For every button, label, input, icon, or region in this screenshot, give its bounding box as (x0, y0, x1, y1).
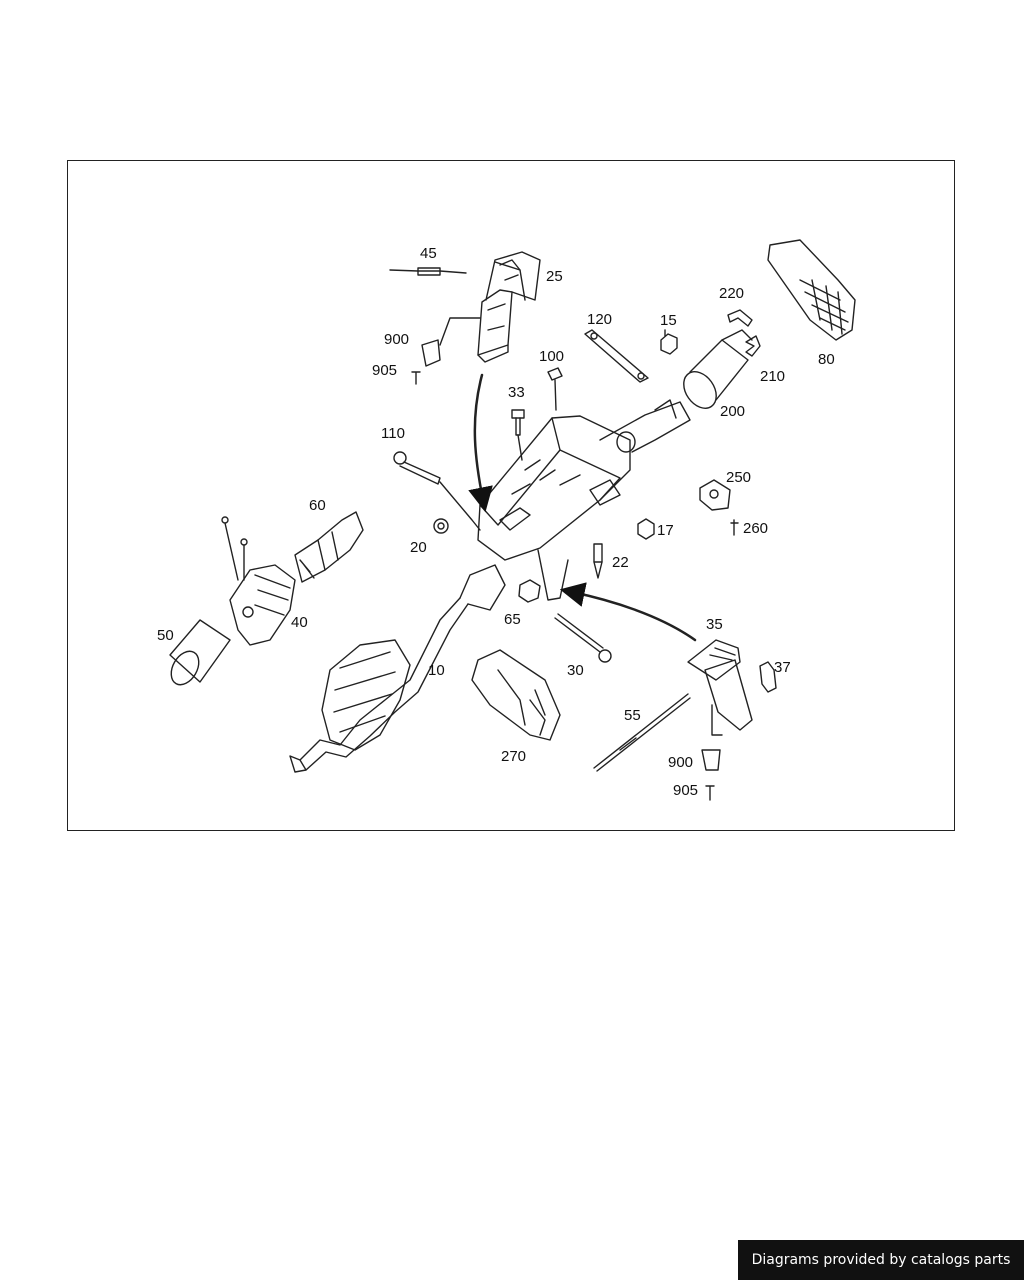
part-main-column-housing (477, 399, 691, 601)
part-17-nut (637, 518, 655, 540)
diagram-frame (67, 160, 955, 831)
callout-260: 260 (743, 520, 768, 537)
assembly-arrow-upper (468, 373, 493, 513)
callout-900-top: 900 (384, 331, 409, 348)
callout-120: 120 (587, 311, 612, 328)
part-120-strap (584, 329, 649, 383)
part-30-bolt (554, 613, 612, 663)
callout-20: 20 (410, 539, 427, 556)
callout-100: 100 (539, 348, 564, 365)
callout-15: 15 (660, 312, 677, 329)
callout-905-top: 905 (372, 362, 397, 379)
part-35-motor (687, 639, 753, 731)
part-65-nut (518, 579, 541, 603)
credit-banner: Diagrams provided by catalogs parts (738, 1240, 1024, 1280)
part-260-screw (730, 519, 739, 536)
callout-270: 270 (501, 748, 526, 765)
callout-60: 60 (309, 497, 326, 514)
callout-25: 25 (546, 268, 563, 285)
callout-900-bottom: 900 (668, 754, 693, 771)
callout-250: 250 (726, 469, 751, 486)
part-210-clip (745, 335, 761, 357)
part-905-screw-bottom (705, 785, 715, 801)
part-270-bracket (471, 649, 561, 741)
part-45-tool (389, 267, 467, 276)
callout-905-bottom: 905 (673, 782, 698, 799)
part-200-sleeve (683, 329, 753, 409)
callout-220: 220 (719, 285, 744, 302)
part-10-shaft (289, 564, 506, 773)
part-220-clip (727, 309, 753, 327)
leader-900-top (439, 317, 481, 346)
part-100-screw (547, 367, 563, 411)
part-905-screw-top (411, 371, 421, 385)
part-110-bolt (393, 451, 481, 531)
callout-10: 10 (428, 662, 445, 679)
part-15-nut (660, 329, 678, 355)
callout-110: 110 (381, 425, 405, 442)
callout-55: 55 (624, 707, 641, 724)
callout-17: 17 (657, 522, 674, 539)
callout-40: 40 (291, 614, 308, 631)
part-900-connector-bottom (701, 749, 721, 771)
leader-900-bottom (711, 704, 723, 736)
part-25-motor (477, 251, 541, 363)
part-20-washer (433, 518, 449, 534)
part-60-sleeve (294, 511, 364, 583)
part-40-housing (221, 516, 296, 646)
part-900-connector-top (421, 339, 441, 367)
callout-80: 80 (818, 351, 835, 368)
part-33-bolt (511, 409, 525, 461)
part-50-tube (169, 619, 231, 686)
callout-37: 37 (774, 659, 791, 676)
callout-50: 50 (157, 627, 174, 644)
callout-33: 33 (508, 384, 525, 401)
callout-22: 22 (612, 554, 629, 571)
callout-200: 200 (720, 403, 745, 420)
part-80-cover (767, 239, 856, 341)
callout-35: 35 (706, 616, 723, 633)
callout-30: 30 (567, 662, 584, 679)
callout-65: 65 (504, 611, 521, 628)
callout-210: 210 (760, 368, 785, 385)
part-22-bolt (593, 543, 603, 579)
callout-labels: 45 25 900 905 120 15 220 80 210 100 200 … (157, 245, 835, 799)
part-250-sensor (699, 479, 731, 511)
part-37-bolt (759, 661, 777, 693)
callout-45: 45 (420, 245, 437, 262)
part-55-tool (593, 693, 691, 772)
assembly-arrow-lower (559, 582, 697, 642)
